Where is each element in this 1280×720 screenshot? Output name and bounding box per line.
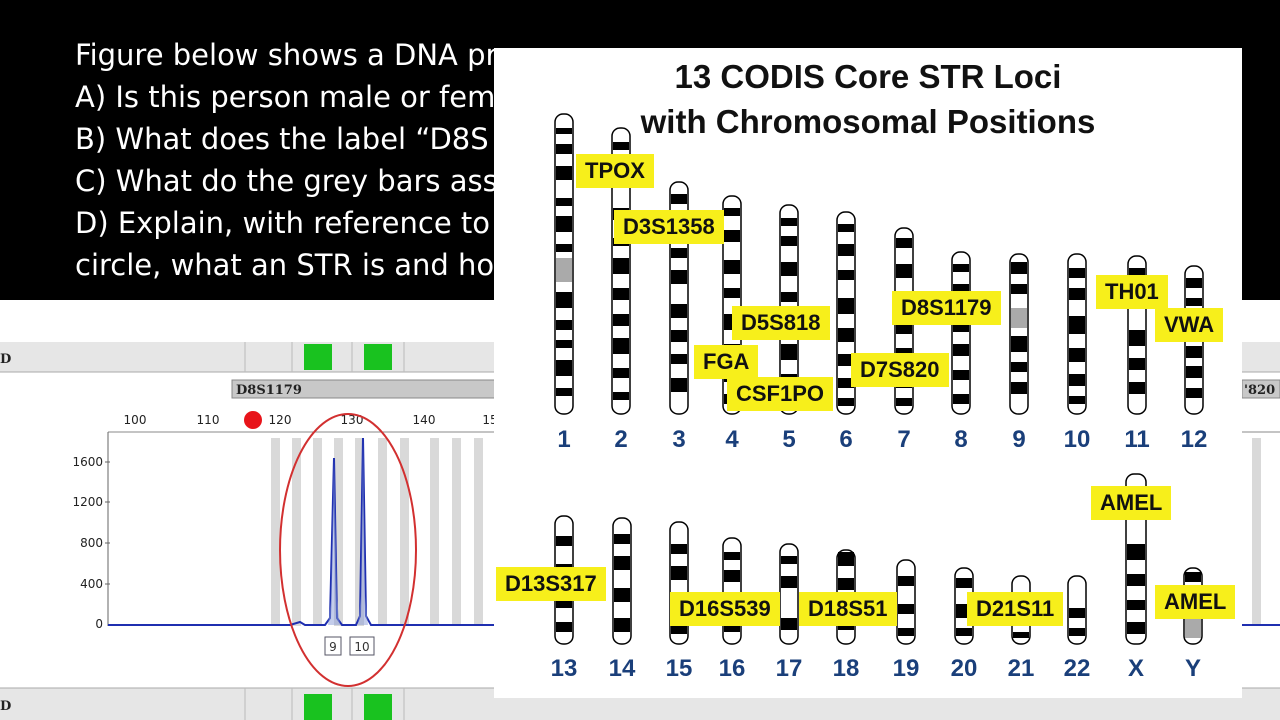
- right-locus-label: '820: [1244, 383, 1275, 398]
- green-marker[interactable]: [304, 694, 332, 720]
- chromosome-number: 5: [782, 426, 796, 453]
- locus-label-tpox: TPOX: [576, 154, 654, 188]
- question-text: Figure below shows a DNA pr A) Is this p…: [75, 34, 498, 286]
- chromosome-number: 17: [775, 655, 803, 682]
- allele-label: 9: [329, 640, 337, 654]
- chromosome-number: 22: [1063, 655, 1091, 682]
- locus-label-amel-x: AMEL: [1091, 486, 1172, 520]
- codis-title-line2: with Chromosomal Positions: [640, 103, 1096, 140]
- x-tick-label: 100: [124, 413, 147, 427]
- x-tick-label: 130: [341, 413, 364, 427]
- chromosome-number: 14: [608, 655, 636, 682]
- chromosome-number: 7: [897, 426, 911, 453]
- highlight-circle: [279, 413, 417, 687]
- codis-overlay: 13 CODIS Core STR Loci with Chromosomal …: [494, 48, 1242, 698]
- locus-label-d3s1358: D3S1358: [614, 210, 724, 244]
- chromosome-number: 4: [725, 426, 739, 453]
- x-tick-label: 15: [482, 413, 497, 427]
- red-position-marker[interactable]: [244, 411, 262, 429]
- chromosome-number: 13: [550, 655, 578, 682]
- question-line-4: C) What do the grey bars ass: [75, 164, 498, 198]
- chromosome-number: 20: [950, 655, 978, 682]
- codis-title-line1: 13 CODIS Core STR Loci: [674, 58, 1062, 95]
- x-tick-label: 110: [197, 413, 220, 427]
- side-letter-top: D: [0, 352, 11, 367]
- question-line-3: B) What does the label “D8S: [75, 122, 489, 156]
- chromosome-number: X: [1127, 655, 1144, 682]
- y-tick-label: 1200: [72, 495, 103, 509]
- chromosome-number: 18: [832, 655, 860, 682]
- locus-label-vwa: VWA: [1155, 308, 1224, 342]
- chromosome-number: 10: [1063, 426, 1091, 453]
- x-tick-label: 120: [269, 413, 292, 427]
- allele-label: 10: [354, 640, 369, 654]
- y-tick-label: 400: [80, 577, 103, 591]
- chromosome-number: 8: [954, 426, 968, 453]
- chromosome-number: 6: [839, 426, 853, 453]
- chromosome-14: [612, 517, 632, 645]
- chromosome-number: 21: [1007, 655, 1035, 682]
- grey-bins: [271, 438, 1261, 626]
- question-line-5: D) Explain, with reference to: [75, 206, 491, 240]
- allele-box: [349, 636, 375, 656]
- y-tick-label: 800: [80, 536, 103, 550]
- chromosome-number: 3: [672, 426, 686, 453]
- chromosome-number: 12: [1180, 426, 1208, 453]
- locus-label-th01: TH01: [1096, 275, 1168, 309]
- y-tick-label: 1600: [72, 455, 103, 469]
- locus-label-d21s11: D21S11: [967, 592, 1064, 626]
- allele-box: [324, 636, 342, 656]
- chromosome-number: 2: [614, 426, 628, 453]
- question-line-2: A) Is this person male or fem: [75, 80, 496, 114]
- y-tick-label: 0: [95, 617, 103, 631]
- side-letter-bottom: D: [0, 699, 11, 714]
- chromosome-number: Y: [1184, 655, 1201, 682]
- green-marker[interactable]: [364, 694, 392, 720]
- chromosome-8: [951, 251, 971, 415]
- question-line-1: Figure below shows a DNA pr: [75, 38, 498, 72]
- x-tick-label: 140: [413, 413, 436, 427]
- chromosome-number: 15: [665, 655, 693, 682]
- locus-label-d16s539: D16S539: [670, 592, 780, 626]
- chromosome-number: 16: [718, 655, 746, 682]
- locus-label-d18s51: D18S51: [799, 592, 897, 626]
- question-line-6: circle, what an STR is and ho: [75, 248, 495, 282]
- locus-label: D8S1179: [236, 383, 302, 398]
- chromosome-number: 11: [1124, 426, 1150, 453]
- chromosome-number: 1: [557, 426, 571, 453]
- locus-label-amel-y: AMEL: [1155, 585, 1236, 619]
- locus-label-csf1po: CSF1PO: [727, 377, 834, 411]
- locus-label-d7s820: D7S820: [851, 353, 949, 387]
- green-marker[interactable]: [364, 344, 392, 370]
- locus-label-d8s1179: D8S1179: [892, 291, 1001, 325]
- chromosome-number: 19: [892, 655, 920, 682]
- locus-label-fga: FGA: [694, 345, 759, 379]
- locus-label-d5s818: D5S818: [732, 306, 830, 340]
- locus-label-d13s317: D13S317: [496, 567, 606, 601]
- green-marker[interactable]: [304, 344, 332, 370]
- chromosome-number: 9: [1012, 426, 1026, 453]
